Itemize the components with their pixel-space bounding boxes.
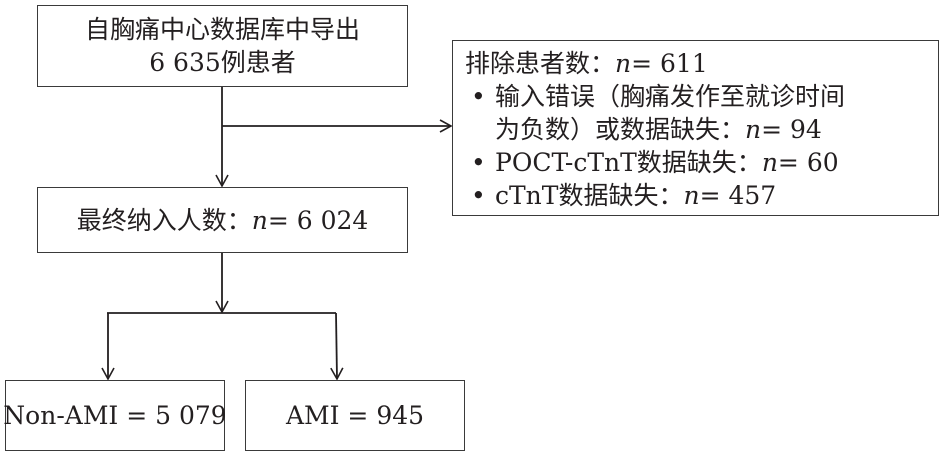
n-symbol: n	[683, 181, 700, 210]
excluded-item-1-line-1: 输入错误（胸痛发作至就诊时间	[495, 82, 846, 111]
excluded-item-2-count: = 60	[777, 148, 839, 177]
n-symbol: n	[615, 49, 632, 78]
connector-to-ami	[330, 312, 344, 381]
source-database-box: 自胸痛中心数据库中导出 6 635例患者	[37, 5, 408, 87]
included-label: 最终纳入人数：	[76, 205, 252, 235]
excluded-item-3-label: cTnT数据缺失：	[495, 181, 684, 210]
excluded-patients-box: 排除患者数：n = 611 •输入错误（胸痛发作至就诊时间 为负数）或数据缺失：…	[452, 40, 939, 216]
excluded-item-1-count: = 94	[761, 115, 822, 144]
excluded-total: = 611	[631, 49, 708, 78]
excluded-title-label: 排除患者数：	[465, 49, 616, 78]
excluded-item-3-count: = 457	[699, 181, 777, 210]
ami-count: AMI = 945	[285, 401, 425, 430]
bullet-icon: •	[471, 181, 486, 210]
excluded-title: 排除患者数：n = 611	[465, 47, 938, 80]
excluded-item-2: • POCT-cTnT数据缺失：n = 60	[465, 146, 938, 179]
non-ami-box: Non-AMI = 5 079	[3, 380, 227, 451]
bullet-icon: •	[471, 148, 486, 177]
n-symbol: n	[251, 205, 268, 235]
included-count: = 6 024	[267, 205, 369, 235]
excluded-item-1-cont: 为负数）或数据缺失：n = 94	[465, 113, 938, 146]
bullet-icon: •	[471, 82, 486, 111]
non-ami-count: Non-AMI = 5 079	[3, 401, 227, 430]
source-line-1: 自胸痛中心数据库中导出	[84, 15, 360, 44]
excluded-item-1: • 输入错误（胸痛发作至就诊时间	[465, 80, 938, 113]
included-text: 最终纳入人数：n = 6 024	[77, 204, 369, 237]
included-patients-box: 最终纳入人数：n = 6 024	[37, 187, 408, 253]
n-symbol: n	[761, 148, 778, 177]
excluded-item-2-label: POCT-cTnT数据缺失：	[495, 148, 762, 177]
excluded-item-1-line-2: 为负数）或数据缺失：	[495, 115, 746, 144]
n-symbol: n	[745, 115, 762, 144]
excluded-item-3: • cTnT数据缺失：n = 457	[465, 179, 938, 212]
ami-box: AMI = 945	[245, 380, 465, 451]
source-line-2: 6 635例患者	[149, 48, 296, 77]
